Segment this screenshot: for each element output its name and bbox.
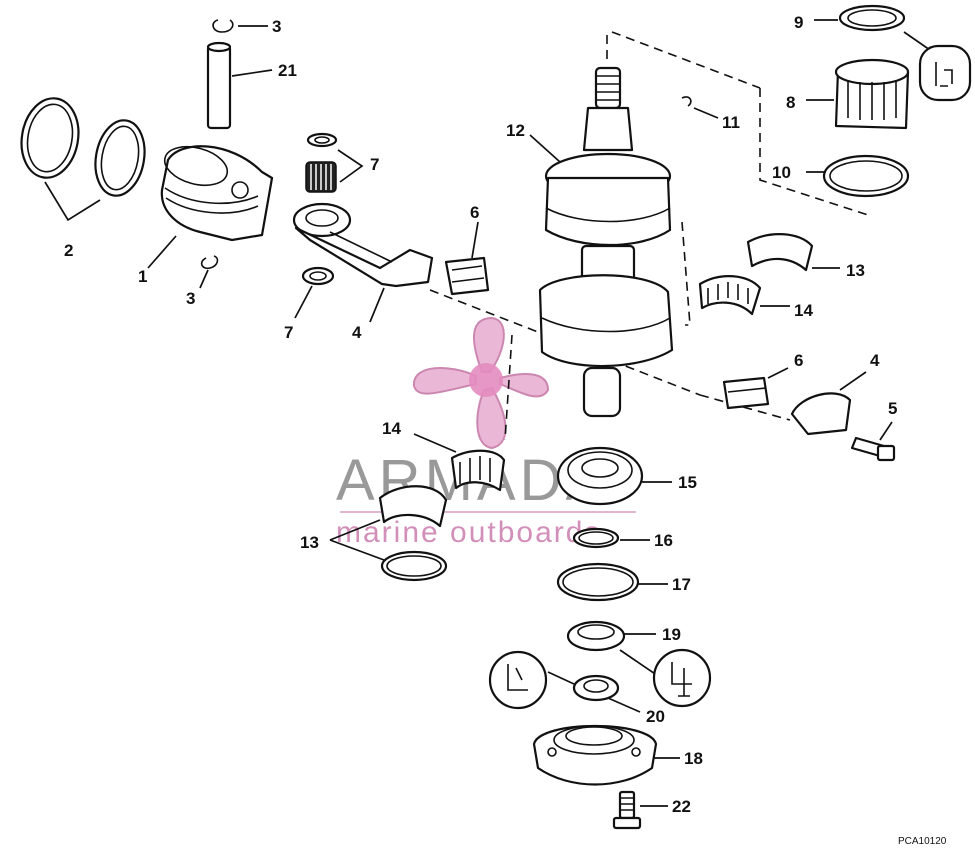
crankshaft	[529, 66, 674, 418]
callout-2: 2	[64, 241, 73, 260]
callout-11: 11	[722, 113, 740, 132]
piston-pin	[206, 41, 273, 130]
callout-16: 16	[654, 531, 673, 550]
main-bearing-right	[698, 233, 840, 316]
main-bearing-left	[413, 433, 506, 492]
callout-20: 20	[646, 707, 665, 726]
connecting-rod	[292, 202, 434, 323]
callout-18: 18	[684, 749, 703, 768]
callout-7-top: 7	[370, 155, 379, 174]
oil-seal-upper	[566, 620, 665, 681]
lubricant-symbol-icon	[918, 44, 972, 102]
sealant-symbol-right-icon	[652, 648, 712, 708]
assembly-dashed-lines	[429, 31, 869, 441]
piston	[147, 145, 274, 269]
callout-14-left: 14	[382, 419, 401, 438]
callout-10: 10	[772, 163, 791, 182]
callout-4-rod: 4	[352, 323, 362, 342]
callout-22: 22	[672, 797, 691, 816]
circlip-top	[212, 19, 268, 33]
callout-13-right: 13	[846, 261, 865, 280]
housing-screw	[612, 790, 668, 830]
callout-3-lower: 3	[186, 289, 195, 308]
figure-code: PCA10120	[898, 836, 947, 847]
callout-3-top: 3	[272, 17, 281, 36]
callout-14-right: 14	[794, 301, 813, 320]
callout-19: 19	[662, 625, 681, 644]
propeller-logo-icon	[412, 316, 550, 450]
small-end-bearing	[294, 132, 364, 319]
rod-cap-group	[722, 367, 896, 462]
callout-7-lower: 7	[284, 323, 293, 342]
callout-6-lower: 6	[794, 351, 803, 370]
watermark-tagline: marine outboards	[336, 516, 601, 549]
oil-seal-lower	[547, 671, 641, 713]
upper-bearing-group	[806, 4, 931, 198]
o-ring	[556, 562, 668, 602]
callout-1: 1	[138, 267, 147, 286]
ball-bearing	[556, 446, 672, 506]
piston-rings	[20, 97, 146, 222]
sealant-symbol-left-icon	[488, 650, 548, 710]
lower-bearing-housing	[532, 725, 680, 786]
retaining-ring	[572, 527, 650, 549]
callout-15: 15	[678, 473, 697, 492]
callout-5: 5	[888, 399, 897, 418]
bearing-shell-lower	[329, 485, 448, 582]
callout-21: 21	[278, 61, 297, 80]
callout-9: 9	[794, 13, 803, 32]
callout-17: 17	[672, 575, 691, 594]
circlip-lower	[199, 255, 219, 289]
callout-8: 8	[786, 93, 795, 112]
rod-bearing-upper	[444, 221, 490, 296]
callout-13-left: 13	[300, 533, 319, 552]
woodruff-key	[681, 96, 719, 119]
callout-6-upper: 6	[470, 203, 479, 222]
callout-labels: 3 21 2 1 3 7 7 4 6 12 11 9 8 10 13 14 6 …	[64, 13, 897, 816]
callout-12: 12	[506, 121, 525, 140]
callout-4-cap: 4	[870, 351, 880, 370]
